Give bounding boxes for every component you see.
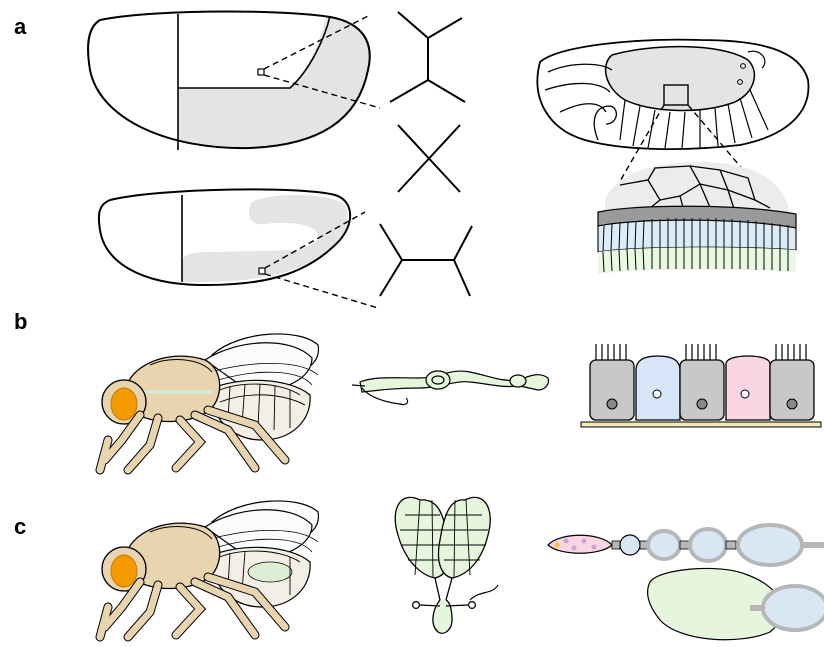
amnioserosa bbox=[606, 47, 755, 111]
enterocyte bbox=[590, 360, 634, 420]
ovary-in-abdomen bbox=[248, 562, 292, 582]
junction-horizontal bbox=[380, 224, 472, 296]
basement-membrane bbox=[581, 422, 821, 427]
leading-edge-closeup bbox=[598, 162, 796, 274]
oviduct bbox=[433, 600, 452, 633]
intestinal-epithelium bbox=[581, 344, 821, 427]
gut bbox=[352, 371, 548, 405]
cell-junction-sequence bbox=[380, 12, 472, 296]
enteroendocrine-cell bbox=[636, 356, 680, 420]
fly-c bbox=[100, 501, 318, 637]
eye bbox=[111, 388, 137, 420]
zoom-box bbox=[258, 69, 264, 75]
egg-chamber-4 bbox=[738, 525, 802, 565]
embryo-germband-extended bbox=[88, 0, 380, 150]
ovariole bbox=[548, 525, 824, 640]
stem-cell bbox=[726, 356, 770, 420]
fly-b bbox=[100, 334, 318, 470]
ovary-pair bbox=[395, 497, 498, 633]
egg-chamber-5 bbox=[763, 586, 824, 630]
egg-chamber-1 bbox=[620, 535, 640, 555]
right-ovary bbox=[439, 497, 491, 578]
embryo-germband-retracting bbox=[99, 189, 378, 308]
junction-vertical bbox=[390, 12, 465, 102]
junction-fourway bbox=[398, 125, 460, 192]
egg-chamber-3 bbox=[690, 529, 726, 561]
zoom-box-2 bbox=[259, 268, 265, 274]
egg-chamber-2 bbox=[648, 531, 680, 559]
